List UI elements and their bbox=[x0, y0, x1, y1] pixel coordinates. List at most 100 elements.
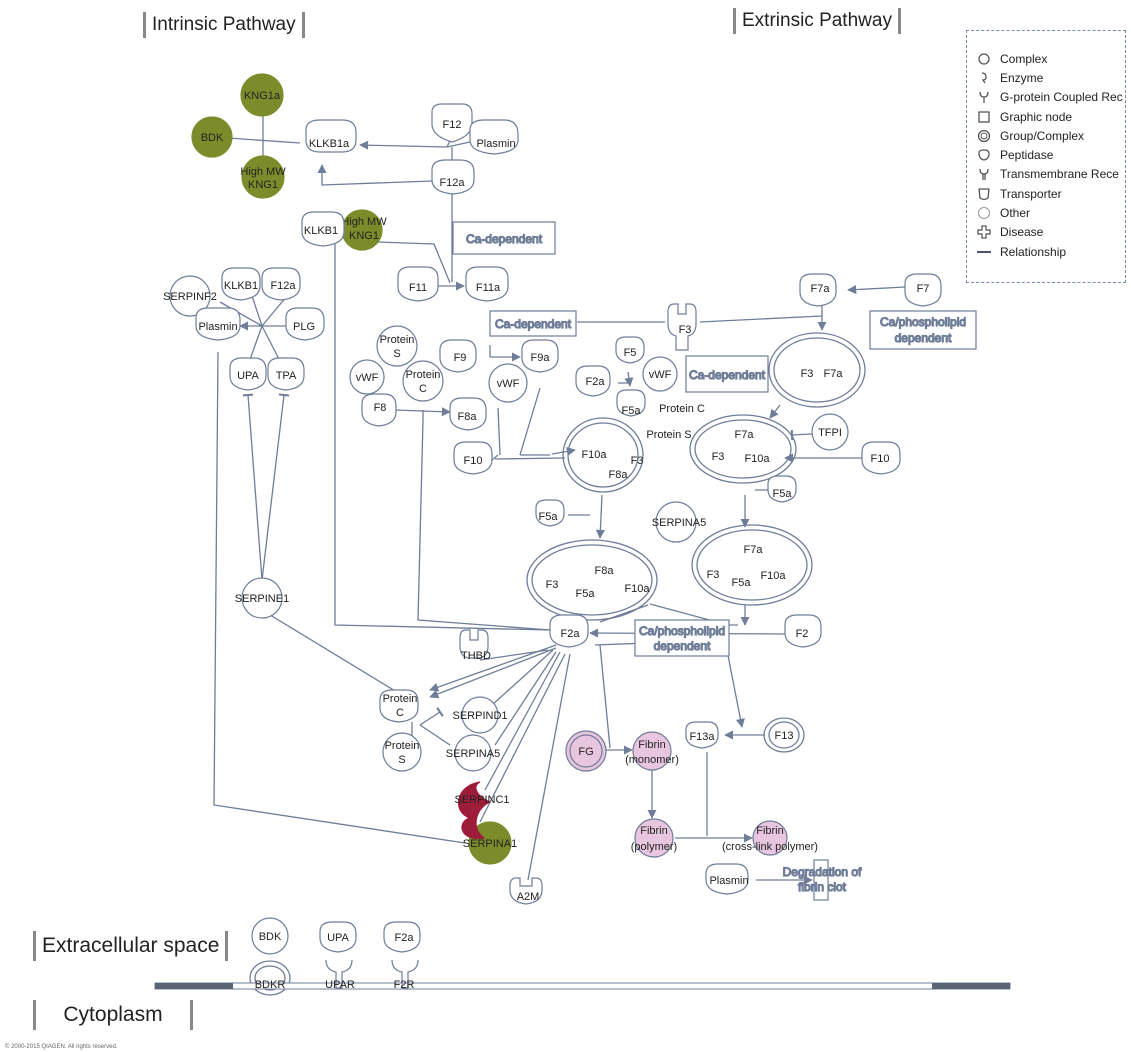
node-serpina1[interactable]: SERPINA1 bbox=[463, 821, 517, 865]
node-thbd[interactable]: THBD bbox=[459, 629, 491, 662]
node-f10-right[interactable]: F10 bbox=[861, 441, 901, 475]
node-f9[interactable]: F9 bbox=[439, 339, 477, 373]
node-serpine1[interactable]: SERPINE1 bbox=[235, 577, 289, 619]
node-bdk-membrane[interactable]: BDK bbox=[251, 917, 289, 955]
node-plasmin-bottom[interactable]: Plasmin bbox=[705, 863, 749, 895]
node-f8[interactable]: F8 bbox=[361, 393, 397, 427]
node-fibrin-crosslink[interactable]: Fibrin (cross-link polymer) bbox=[722, 820, 818, 856]
svg-text:F9: F9 bbox=[454, 352, 467, 364]
svg-text:C: C bbox=[419, 383, 427, 395]
node-bdk[interactable]: BDK bbox=[191, 116, 233, 158]
node-fibrin-polymer[interactable]: Fibrin (polymer) bbox=[631, 818, 677, 858]
svg-text:(polymer): (polymer) bbox=[631, 841, 677, 853]
other-icon bbox=[978, 207, 990, 220]
cytoplasm-header: Cytoplasm bbox=[33, 1000, 193, 1030]
node-f5a-left[interactable]: F5a bbox=[535, 499, 565, 527]
svg-text:F10: F10 bbox=[871, 453, 890, 465]
legend-item-gpcr: G-protein Coupled Rec bbox=[977, 88, 1125, 107]
node-f9a[interactable]: F9a bbox=[521, 339, 559, 373]
node-f2a[interactable]: F2a bbox=[549, 614, 589, 648]
node-f13a[interactable]: F13a bbox=[685, 721, 719, 749]
node-protein-c-bottom[interactable]: Protein C bbox=[379, 689, 419, 723]
svg-text:Plasmin: Plasmin bbox=[198, 321, 237, 333]
node-serpina5-mid[interactable]: SERPINA5 bbox=[652, 501, 706, 543]
node-upa[interactable]: UPA bbox=[229, 357, 267, 391]
svg-text:C: C bbox=[396, 707, 404, 719]
node-f12a-top[interactable]: F12a bbox=[431, 159, 475, 195]
node-tfpi[interactable]: TFPI bbox=[811, 413, 849, 451]
node-protein-s-top[interactable]: Protein S bbox=[376, 325, 418, 367]
cell-membrane bbox=[154, 982, 1011, 990]
node-serpinf2[interactable]: SERPINF2 bbox=[163, 275, 217, 317]
node-plasmin-top[interactable]: Plasmin bbox=[469, 119, 519, 155]
node-serpinc1[interactable]: SERPINC1 bbox=[454, 781, 510, 840]
node-f5[interactable]: F5 bbox=[615, 336, 645, 364]
node-f2a-membrane[interactable]: F2a bbox=[383, 921, 421, 953]
transporter-icon bbox=[978, 188, 990, 200]
svg-text:F7a: F7a bbox=[811, 283, 831, 295]
svg-text:Protein: Protein bbox=[383, 693, 418, 705]
svg-text:F8a: F8a bbox=[595, 565, 615, 577]
legend-item-peptidase: Peptidase bbox=[977, 145, 1125, 164]
svg-text:F2: F2 bbox=[796, 628, 809, 640]
svg-text:F5a: F5a bbox=[732, 577, 752, 589]
ca-phospholipid-box-2: Ca/phospholipid dependent bbox=[634, 619, 730, 657]
node-f5a-right[interactable]: F5a bbox=[767, 475, 797, 503]
node-plg[interactable]: PLG bbox=[285, 307, 325, 341]
node-fibrin-monomer[interactable]: Fibrin (monomer) bbox=[625, 731, 679, 771]
node-f12[interactable]: F12 bbox=[431, 103, 473, 143]
node-protein-c-top[interactable]: Protein C bbox=[402, 360, 444, 402]
node-f7a[interactable]: F7a bbox=[799, 273, 837, 307]
node-klkb1-left[interactable]: KLKB1 bbox=[221, 267, 261, 301]
legend-item-relationship: Relationship bbox=[977, 242, 1125, 261]
svg-text:BDK: BDK bbox=[259, 931, 282, 943]
node-kng1a[interactable]: KNG1a bbox=[240, 73, 284, 117]
svg-text:F13a: F13a bbox=[689, 731, 715, 743]
node-upar[interactable]: UPAR bbox=[325, 959, 355, 991]
svg-text:(monomer): (monomer) bbox=[625, 754, 679, 766]
svg-text:Plasmin: Plasmin bbox=[709, 875, 748, 887]
legend-item-transmembrane-receptor: Transmembrane Rece bbox=[977, 165, 1125, 184]
node-serpina5-bottom[interactable]: SERPINA5 bbox=[446, 734, 500, 772]
node-a2m[interactable]: A2M bbox=[509, 877, 543, 905]
node-f3-top[interactable]: F3 bbox=[667, 303, 697, 351]
ca-phospholipid-box-1: Ca/phospholipid dependent bbox=[869, 310, 977, 350]
node-upa-membrane[interactable]: UPA bbox=[319, 921, 357, 953]
svg-text:SERPINE1: SERPINE1 bbox=[235, 593, 289, 605]
svg-text:A2M: A2M bbox=[517, 891, 540, 903]
svg-text:KNG1: KNG1 bbox=[349, 230, 379, 242]
node-vwf-right[interactable]: vWF bbox=[642, 356, 678, 392]
node-tpa[interactable]: TPA bbox=[267, 357, 305, 391]
node-f2[interactable]: F2 bbox=[784, 614, 822, 648]
node-f12a-left[interactable]: F12a bbox=[261, 267, 301, 301]
svg-text:F7: F7 bbox=[917, 283, 930, 295]
node-f2r[interactable]: F2R bbox=[391, 959, 419, 991]
node-vwf-mid[interactable]: vWF bbox=[488, 363, 528, 403]
node-f8a[interactable]: F8a bbox=[449, 397, 487, 431]
svg-text:High MW: High MW bbox=[341, 216, 387, 228]
node-f2a-small[interactable]: F2a bbox=[575, 365, 611, 397]
node-f5a-top[interactable]: F5a bbox=[616, 389, 646, 417]
node-plasmin-left[interactable]: Plasmin bbox=[195, 307, 241, 341]
node-f10-left[interactable]: F10 bbox=[453, 441, 493, 475]
node-f11[interactable]: F11 bbox=[397, 266, 439, 302]
svg-text:F10a: F10a bbox=[760, 570, 786, 582]
extracellular-space-header: Extracellular space bbox=[33, 931, 229, 961]
node-f11a[interactable]: F11a bbox=[465, 266, 509, 302]
node-fg[interactable]: FG bbox=[565, 730, 607, 772]
node-protein-s-bottom[interactable]: Protein S bbox=[382, 732, 422, 772]
node-klkb1a[interactable]: KLKB1a bbox=[305, 119, 357, 153]
node-high-mw-kng1-b[interactable]: High MW KNG1 bbox=[341, 209, 387, 251]
svg-text:Protein: Protein bbox=[380, 334, 415, 346]
svg-text:F13: F13 bbox=[775, 730, 794, 742]
node-serpind1[interactable]: SERPIND1 bbox=[452, 696, 508, 734]
node-high-mw-kng1-a[interactable]: High MW KNG1 bbox=[240, 155, 286, 199]
node-vwf-left[interactable]: vWF bbox=[349, 359, 385, 395]
svg-text:SERPINC1: SERPINC1 bbox=[454, 794, 509, 806]
node-protein-s-mid: Protein S bbox=[646, 429, 691, 441]
svg-text:F5a: F5a bbox=[576, 588, 596, 600]
node-f13[interactable]: F13 bbox=[775, 730, 794, 742]
node-bdkr[interactable]: BDKR bbox=[255, 979, 286, 991]
node-f7[interactable]: F7 bbox=[904, 273, 942, 307]
node-klkb1-mid[interactable]: KLKB1 bbox=[301, 211, 345, 247]
